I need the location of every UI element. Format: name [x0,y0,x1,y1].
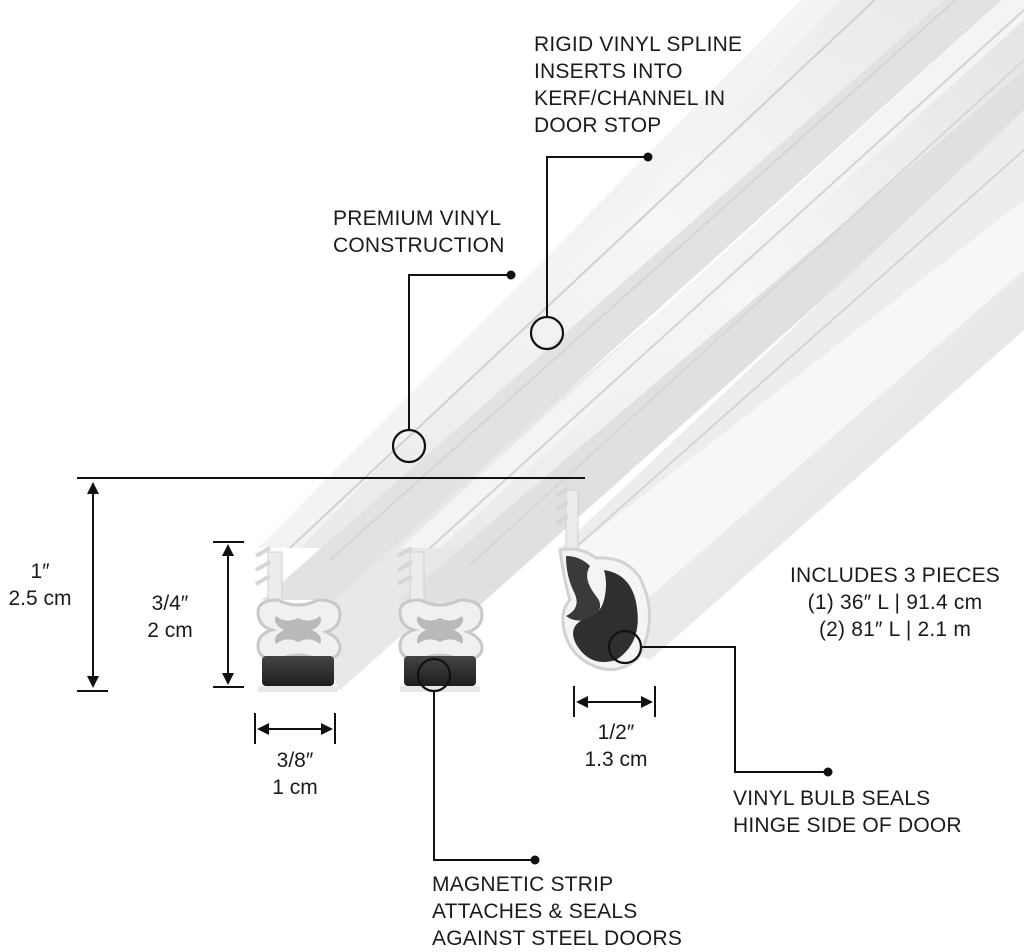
callout-line: RIGID VINYL SPLINE [534,33,743,56]
callout-lines [77,156,828,861]
dimension-profile-height: 3/4″ 2 cm [130,590,210,644]
includes-piece-2: (2) 81″ L | 2.1 m [818,618,972,641]
dim-metric: 1 cm [272,776,318,799]
includes-piece-1: (1) 36″ L | 91.4 cm [807,591,983,614]
callout-line: INSERTS INTO [534,60,683,83]
dim-metric: 1.3 cm [584,748,648,771]
callout-line: AGAINST STEEL DOORS [432,927,683,950]
bulb-profile [554,486,651,672]
dim-metric: 2.5 cm [8,587,72,610]
callout-vinyl-bulb: VINYL BULB SEALS HINGE SIDE OF DOOR [733,785,962,839]
callout-line: ATTACHES & SEALS [432,900,638,923]
callout-premium-vinyl: PREMIUM VINYL CONSTRUCTION [333,205,505,259]
callout-line: MAGNETIC STRIP [432,873,614,896]
callout-line: VINYL BULB SEALS [733,787,931,810]
dim-imperial: 1″ [30,560,50,583]
callout-magnetic-strip: MAGNETIC STRIP ATTACHES & SEALS AGAINST … [432,871,682,952]
bulb-strip [560,110,1024,660]
dim-imperial: 3/8″ [276,749,314,772]
dimension-total-height: 1″ 2.5 cm [0,558,80,612]
callout-line: HINGE SIDE OF DOOR [733,814,962,837]
dimension-bulb-width: 1/2″ 1.3 cm [566,719,666,773]
magnetic-profile-left [255,546,342,692]
dimension-lines [77,482,656,744]
includes-heading: INCLUDES 3 PIECES [790,564,1000,587]
dim-metric: 2 cm [147,619,193,642]
callout-rigid-vinyl-spline: RIGID VINYL SPLINE INSERTS INTO KERF/CHA… [534,31,742,139]
dim-imperial: 1/2″ [597,721,635,744]
magnetic-strip-middle [400,0,1024,605]
dim-imperial: 3/4″ [151,592,189,615]
callout-line: PREMIUM VINYL [333,207,502,230]
callout-line: CONSTRUCTION [333,234,505,257]
callout-includes-pieces: INCLUDES 3 PIECES (1) 36″ L | 91.4 cm (2… [760,562,1024,643]
callout-line: DOOR STOP [534,114,662,137]
callout-line: KERF/CHANNEL IN [534,87,726,110]
callout-dots [506,152,833,865]
dimension-profile-width: 3/8″ 1 cm [255,747,335,801]
